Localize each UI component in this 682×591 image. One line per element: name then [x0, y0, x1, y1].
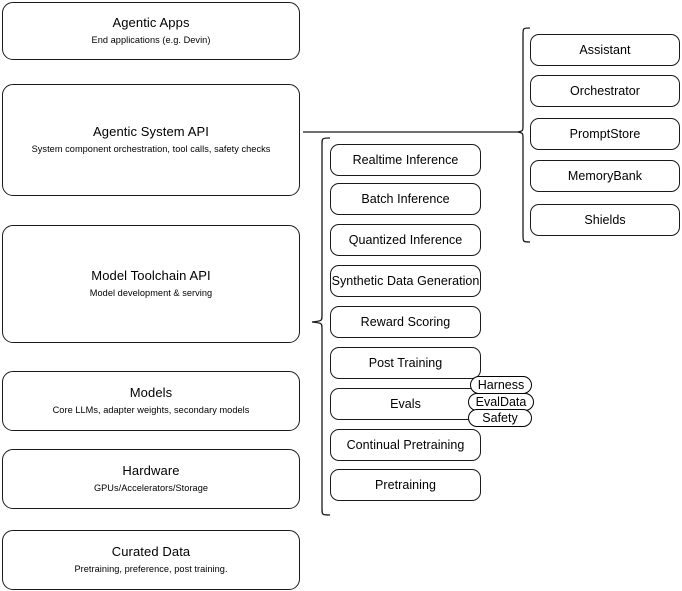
- system-component-label: Orchestrator: [569, 84, 641, 98]
- capability-label: Synthetic Data Generation: [331, 274, 480, 288]
- capability-label: Continual Pretraining: [346, 438, 465, 452]
- capability-reward-scoring[interactable]: Reward Scoring: [330, 306, 481, 338]
- stack-layer-agentic-apps[interactable]: Agentic Apps End applications (e.g. Devi…: [2, 2, 300, 60]
- layer-subtitle: Core LLMs, adapter weights, secondary mo…: [52, 405, 250, 415]
- system-component-label: MemoryBank: [567, 169, 643, 183]
- system-component-label: Assistant: [579, 43, 631, 57]
- capability-label: Evals: [390, 397, 421, 411]
- capability-quantized-inference[interactable]: Quantized Inference: [330, 224, 481, 256]
- stack-layer-models[interactable]: Models Core LLMs, adapter weights, secon…: [2, 371, 300, 431]
- capability-evals[interactable]: Evals: [330, 388, 481, 420]
- capability-batch-inference[interactable]: Batch Inference: [330, 183, 481, 215]
- capability-realtime-inference[interactable]: Realtime Inference: [330, 144, 481, 176]
- layer-subtitle: System component orchestration, tool cal…: [31, 144, 271, 154]
- system-component-promptstore[interactable]: PromptStore: [530, 118, 680, 150]
- system-component-label: PromptStore: [569, 127, 641, 141]
- layer-title: Agentic Apps: [112, 15, 190, 30]
- capability-label: Realtime Inference: [352, 153, 459, 167]
- system-component-memorybank[interactable]: MemoryBank: [530, 160, 680, 192]
- capability-synthetic-data-generation[interactable]: Synthetic Data Generation: [330, 265, 481, 297]
- capability-post-training[interactable]: Post Training: [330, 347, 481, 379]
- capability-continual-pretraining[interactable]: Continual Pretraining: [330, 429, 481, 461]
- brace-toolchain-capabilities: [311, 137, 331, 516]
- system-component-shields[interactable]: Shields: [530, 204, 680, 236]
- system-component-orchestrator[interactable]: Orchestrator: [530, 75, 680, 107]
- capability-label: Reward Scoring: [360, 315, 451, 329]
- capability-label: Quantized Inference: [348, 233, 463, 247]
- layer-subtitle: End applications (e.g. Devin): [91, 35, 211, 45]
- layer-title: Curated Data: [111, 544, 191, 559]
- capability-label: Batch Inference: [361, 192, 450, 206]
- capability-pretraining[interactable]: Pretraining: [330, 469, 481, 501]
- eval-subcomponent-label: EvalData: [475, 395, 527, 409]
- stack-layer-model-toolchain-api[interactable]: Model Toolchain API Model development & …: [2, 225, 300, 343]
- stack-layer-agentic-system-api[interactable]: Agentic System API System component orch…: [2, 84, 300, 196]
- capability-label: Post Training: [368, 356, 443, 370]
- system-component-assistant[interactable]: Assistant: [530, 34, 680, 66]
- brace-system-components: [517, 27, 531, 243]
- eval-subcomponent-label: Safety: [482, 411, 518, 425]
- layer-subtitle: Pretraining, preference, post training.: [74, 564, 228, 574]
- eval-subcomponent-label: Harness: [477, 378, 525, 392]
- layer-title: Hardware: [122, 463, 180, 478]
- layer-subtitle: Model development & serving: [89, 288, 213, 298]
- layer-title: Agentic System API: [93, 124, 209, 139]
- stack-layer-curated-data[interactable]: Curated Data Pretraining, preference, po…: [2, 530, 300, 590]
- layer-title: Model Toolchain API: [91, 268, 211, 283]
- eval-subcomponent-harness[interactable]: Harness: [470, 376, 532, 394]
- capability-label: Pretraining: [375, 478, 436, 492]
- stack-layer-hardware[interactable]: Hardware GPUs/Accelerators/Storage: [2, 449, 300, 509]
- eval-subcomponent-safety[interactable]: Safety: [468, 409, 532, 427]
- layer-title: Models: [129, 385, 173, 400]
- layer-subtitle: GPUs/Accelerators/Storage: [93, 483, 209, 493]
- system-component-label: Shields: [584, 213, 626, 227]
